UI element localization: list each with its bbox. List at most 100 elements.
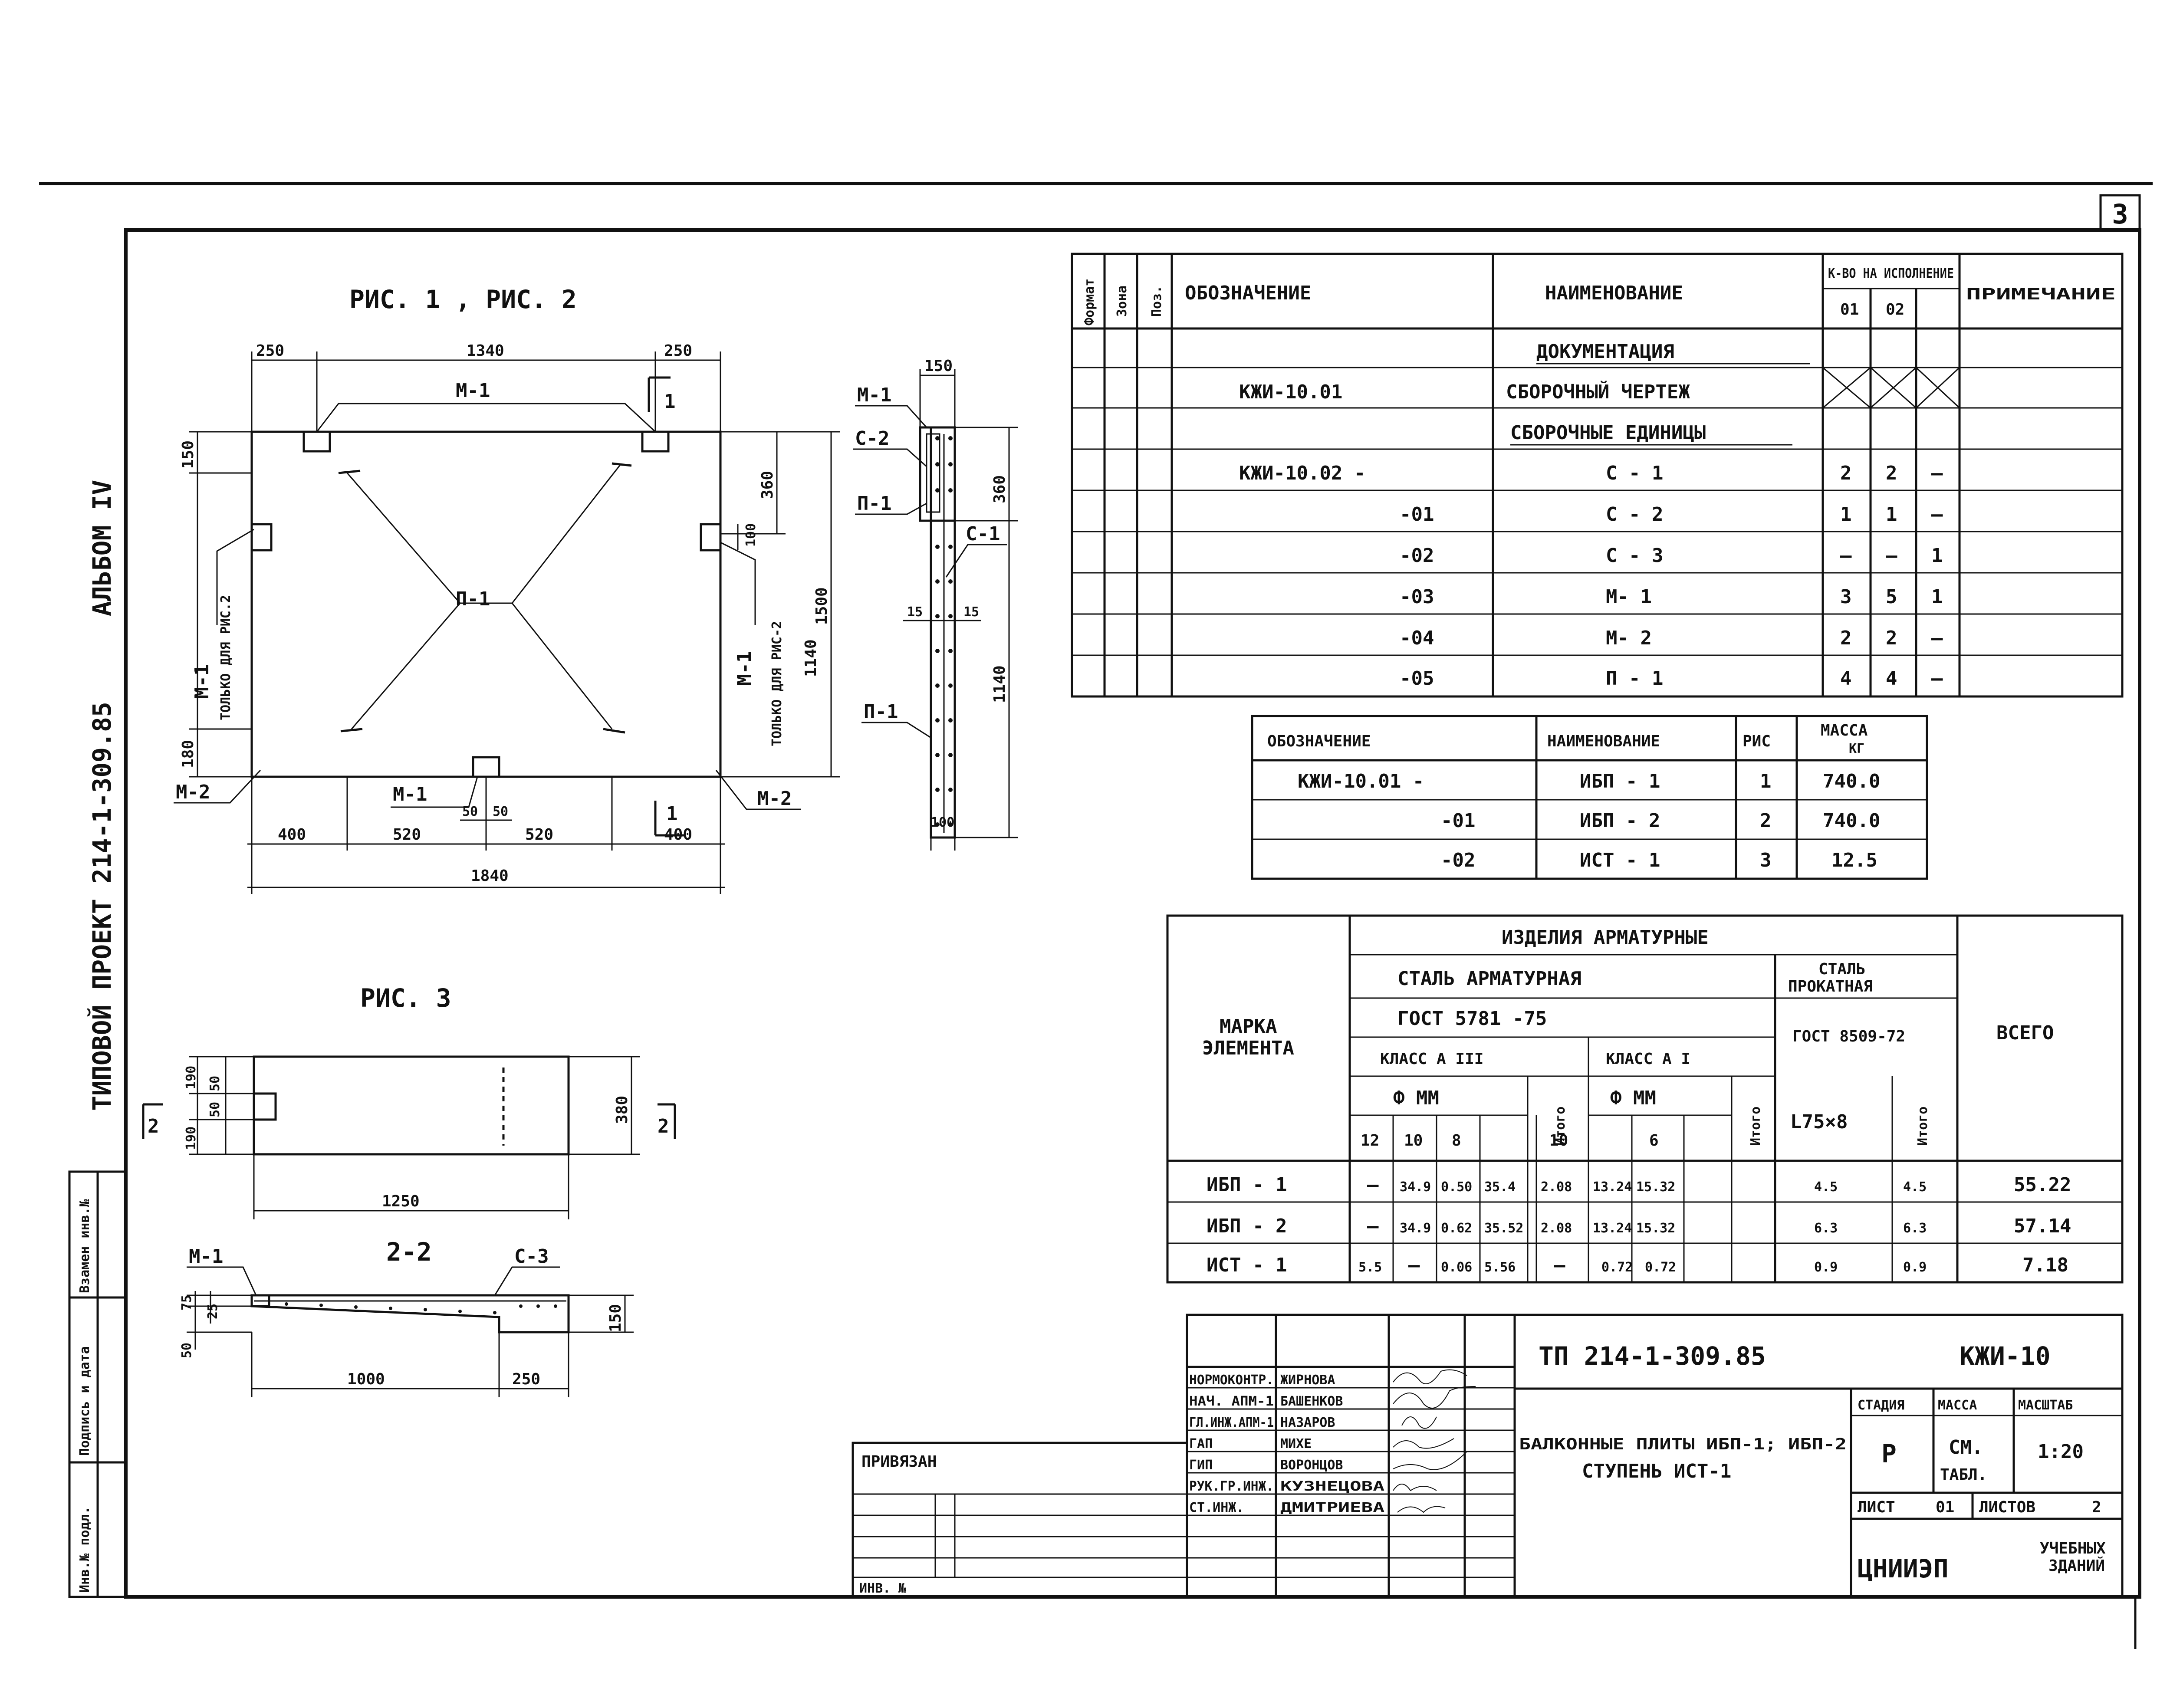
rebar-row-0-mark: ИБП - 1 xyxy=(1207,1174,1287,1196)
fig3-dim-380: 380 xyxy=(613,1096,631,1124)
spec-row-0-name: ДОКУМЕНТАЦИЯ xyxy=(1536,341,1674,363)
stamp-inv-podl: Инв.№ подл. xyxy=(77,1506,92,1593)
rebar-row-1-mark: ИБП - 2 xyxy=(1207,1215,1287,1237)
spec-header-zone: Зона xyxy=(1115,286,1130,317)
title-block: НОРМОКОНТР. ЖИРНОВА НАЧ. АПМ-1 БАШЕНКОВ … xyxy=(852,1314,2124,1598)
dim-left-150: 150 xyxy=(179,440,197,469)
rebar-angle: L75×8 xyxy=(1790,1111,1848,1133)
spec-header-designation: ОБОЗНАЧЕНИЕ xyxy=(1185,282,1311,304)
section22-dots xyxy=(285,1302,557,1314)
mass-row-0-designation: КЖИ-10.01 - xyxy=(1298,770,1424,792)
section11-dim-150: 150 xyxy=(924,357,953,375)
staff-0-role: НОРМОКОНТР. xyxy=(1189,1373,1274,1388)
rebar-d1-10: 10 xyxy=(1549,1132,1568,1150)
title-code: ТП 214-1-309.85 xyxy=(1539,1341,1766,1371)
scale-value: 1:20 xyxy=(2038,1441,2084,1463)
rebar-row-0-c1: – xyxy=(1367,1174,1379,1196)
fig3-dim-1250: 1250 xyxy=(382,1192,420,1210)
staff-6-name: ДМИТРИЕВА xyxy=(1280,1500,1384,1515)
title-sheet-code: КЖИ-10 xyxy=(1960,1341,2051,1371)
spec-header-qty-01: 01 xyxy=(1840,301,1859,319)
embed-m1-bottom xyxy=(472,756,500,778)
rebar-row-2-c5: – xyxy=(1554,1254,1565,1276)
mass-table: ОБОЗНАЧЕНИЕ НАИМЕНОВАНИЕ РИС МАССА КГ КЖ… xyxy=(1251,715,1928,880)
section11-label-c2: С-2 xyxy=(855,427,889,450)
embed-right xyxy=(700,523,722,552)
left-stamp: Инв.№ подл. Подпись и дата Взамен инв.№ xyxy=(68,1170,127,1598)
section11-dim-100: 100 xyxy=(931,815,954,830)
rebar-total-rolled: Итого xyxy=(1915,1107,1930,1146)
staff-6-role: СТ.ИНЖ. xyxy=(1189,1500,1244,1515)
spec-row-7-q3: – xyxy=(1931,627,1943,649)
label-m1-left-sub: ТОЛЬКО ДЛЯ РИС.2 xyxy=(218,595,233,720)
rebar-phi-1: Ф ММ xyxy=(1610,1087,1656,1109)
staff-0-name: ЖИРНОВА xyxy=(1280,1373,1335,1388)
section11-label-m1: М-1 xyxy=(857,384,891,406)
mass-header-fig: РИС xyxy=(1743,732,1771,750)
spec-row-3-designation: КЖИ-10.02 - xyxy=(1239,462,1365,484)
label-m2-left: М-2 xyxy=(176,781,210,803)
mass-row-2-mass: 12.5 xyxy=(1831,849,1877,871)
dim-bottom-520-right: 520 xyxy=(525,826,553,844)
staff-3-role: ГАП xyxy=(1189,1436,1213,1452)
spec-row-8-q2: 4 xyxy=(1886,667,1897,690)
section11-head xyxy=(919,426,956,522)
rebar-row-1-c8: 6.3 xyxy=(1814,1221,1838,1236)
rebar-row-1-c2: 34.9 xyxy=(1400,1221,1431,1236)
org-name: ЦНИИЭП xyxy=(1858,1554,1949,1583)
stamp-signature-date: Подпись и дата xyxy=(77,1346,92,1456)
fig3-dim-190-bottom: 190 xyxy=(184,1127,199,1150)
rebar-row-0-c8: 4.5 xyxy=(1814,1179,1838,1195)
fig3-step-outline xyxy=(253,1055,570,1156)
mass-header-name: НАИМЕНОВАНИЕ xyxy=(1547,732,1660,750)
bound-label: ПРИВЯЗАН xyxy=(861,1453,937,1471)
spec-header-format: Формат xyxy=(1082,279,1097,325)
spec-row-5-designation: -02 xyxy=(1400,545,1434,567)
rebar-row-2-c2: – xyxy=(1408,1254,1420,1276)
rebar-mark-label-1: МАРКА xyxy=(1220,1015,1277,1038)
spec-header-qty-02: 02 xyxy=(1886,301,1904,319)
org-sub-1: УЧЕБНЫХ xyxy=(2040,1540,2106,1557)
spec-row-5-q2: – xyxy=(1886,545,1897,567)
staff-5-role: РУК.ГР.ИНЖ. xyxy=(1189,1479,1274,1494)
rebar-row-0-c6: 13.24 xyxy=(1593,1179,1632,1195)
staff-4-role: ГИП xyxy=(1189,1458,1213,1473)
section-mark-bottom: 1 xyxy=(666,803,678,825)
mass-row-1-fig: 2 xyxy=(1760,810,1772,832)
section11-rebar-dots xyxy=(935,436,953,827)
spec-row-7-q1: 2 xyxy=(1840,627,1852,649)
dim-50-right: 50 xyxy=(493,804,508,819)
fig3-dim-190-top: 190 xyxy=(184,1066,199,1089)
sheets-count: 2 xyxy=(2092,1498,2101,1516)
staff-5-name: КУЗНЕЦОВА xyxy=(1280,1479,1384,1494)
section11-label-c1: С-1 xyxy=(966,523,1000,545)
spec-header-qty: К-ВО НА ИСПОЛНЕНИЕ xyxy=(1828,266,1954,281)
section11-dim-1140: 1140 xyxy=(991,665,1009,703)
rebar-row-2-mark: ИСТ - 1 xyxy=(1207,1254,1287,1276)
rebar-row-2-c7: 0.72 xyxy=(1645,1260,1676,1275)
spec-row-6-name: М- 1 xyxy=(1606,586,1652,608)
staff-2-role: ГЛ.ИНЖ.АПМ-1 xyxy=(1189,1415,1274,1430)
mass-row-1-name: ИБП - 2 xyxy=(1580,810,1660,832)
section22-label-m1: М-1 xyxy=(189,1245,223,1268)
section22-dim-1000: 1000 xyxy=(347,1370,385,1388)
staff-1-role: НАЧ. АПМ-1 xyxy=(1189,1394,1274,1409)
spec-row-8-name: П - 1 xyxy=(1606,667,1663,690)
spec-row-8-q3: – xyxy=(1931,667,1943,690)
dim-bottom-520-left: 520 xyxy=(393,826,421,844)
rebar-d3-8: 8 xyxy=(1452,1132,1461,1150)
dim-top-1340: 1340 xyxy=(467,342,504,360)
section11-dim-15-right: 15 xyxy=(963,604,979,620)
project-title: ТИПОВОЙ ПРОЕКТ 214-1-309.85 xyxy=(87,702,117,1111)
mass-value-2: ТАБЛ. xyxy=(1940,1466,1987,1484)
rebar-class-3: КЛАСС А III xyxy=(1380,1050,1483,1068)
spec-row-3-q1: 2 xyxy=(1840,462,1852,484)
spec-row-7-designation: -04 xyxy=(1400,627,1434,649)
rebar-row-0-c9: 4.5 xyxy=(1903,1179,1927,1195)
dim-bottom-400-left: 400 xyxy=(278,826,306,844)
spec-header-pos: Поз. xyxy=(1149,286,1164,317)
rebar-row-0-c5: 2.08 xyxy=(1541,1179,1572,1195)
rebar-table: ИЗДЕЛИЯ АРМАТУРНЫЕ МАРКА ЭЛЕМЕНТА СТАЛЬ … xyxy=(1166,914,2124,1284)
fig12-title: РИС. 1 , РИС. 2 xyxy=(349,285,577,314)
